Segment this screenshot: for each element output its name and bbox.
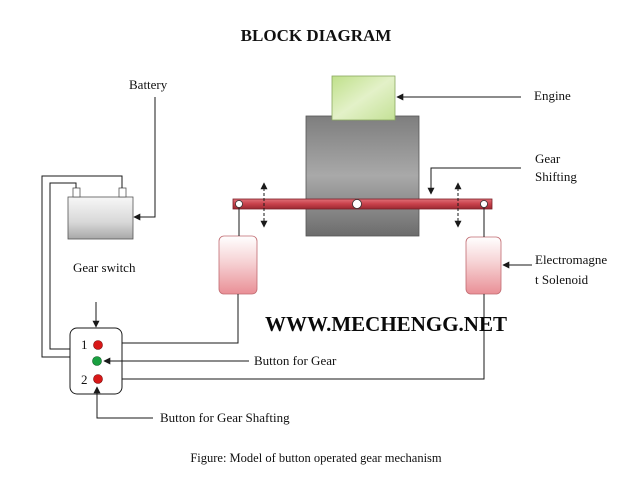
page-title: BLOCK DIAGRAM (241, 26, 392, 45)
figure-caption: Figure: Model of button operated gear me… (190, 451, 442, 465)
button-2-red[interactable] (93, 374, 103, 384)
button-gear-green[interactable] (92, 356, 102, 366)
solenoid-label-line2: t Solenoid (535, 272, 589, 287)
gearbox-block (305, 115, 420, 237)
solenoid-right (465, 236, 502, 295)
switch-to-left-solenoid-wire (122, 294, 239, 344)
engine-label: Engine (534, 88, 571, 103)
gear-shifting-arrow (427, 167, 521, 195)
gear-shifting-label-line1: Gear (535, 151, 561, 166)
watermark-text: WWW.MECHENGG.NET (265, 312, 507, 336)
switch-number-2: 2 (81, 372, 88, 387)
battery-wire-inner (49, 182, 77, 350)
solenoid-left (218, 235, 258, 295)
button-for-gear-shafting-arrow (93, 386, 153, 419)
switch-to-right-solenoid-wire (122, 294, 485, 380)
battery-terminal-left (72, 187, 81, 198)
battery-wire-outer (41, 175, 123, 358)
battery-terminal-right (118, 187, 127, 198)
rod-pivot-center (352, 199, 362, 209)
rod-pivot-left (235, 200, 243, 208)
gear-shifting-rod (232, 198, 493, 210)
solenoid-label-line1: Electromagne (535, 252, 607, 267)
battery-box (67, 196, 134, 240)
button-for-gear-label: Button for Gear (254, 353, 337, 368)
gear-shifting-label-line2: Shifting (535, 169, 577, 184)
button-for-gear-shafting-label: Button for Gear Shafting (160, 410, 290, 425)
battery-arrow (133, 97, 156, 221)
rod-pivot-right (480, 200, 488, 208)
battery-label: Battery (129, 77, 168, 92)
gear-switch-label: Gear switch (73, 260, 136, 275)
button-1-red[interactable] (93, 340, 103, 350)
engine-box (331, 75, 396, 121)
switch-number-1: 1 (81, 337, 88, 352)
